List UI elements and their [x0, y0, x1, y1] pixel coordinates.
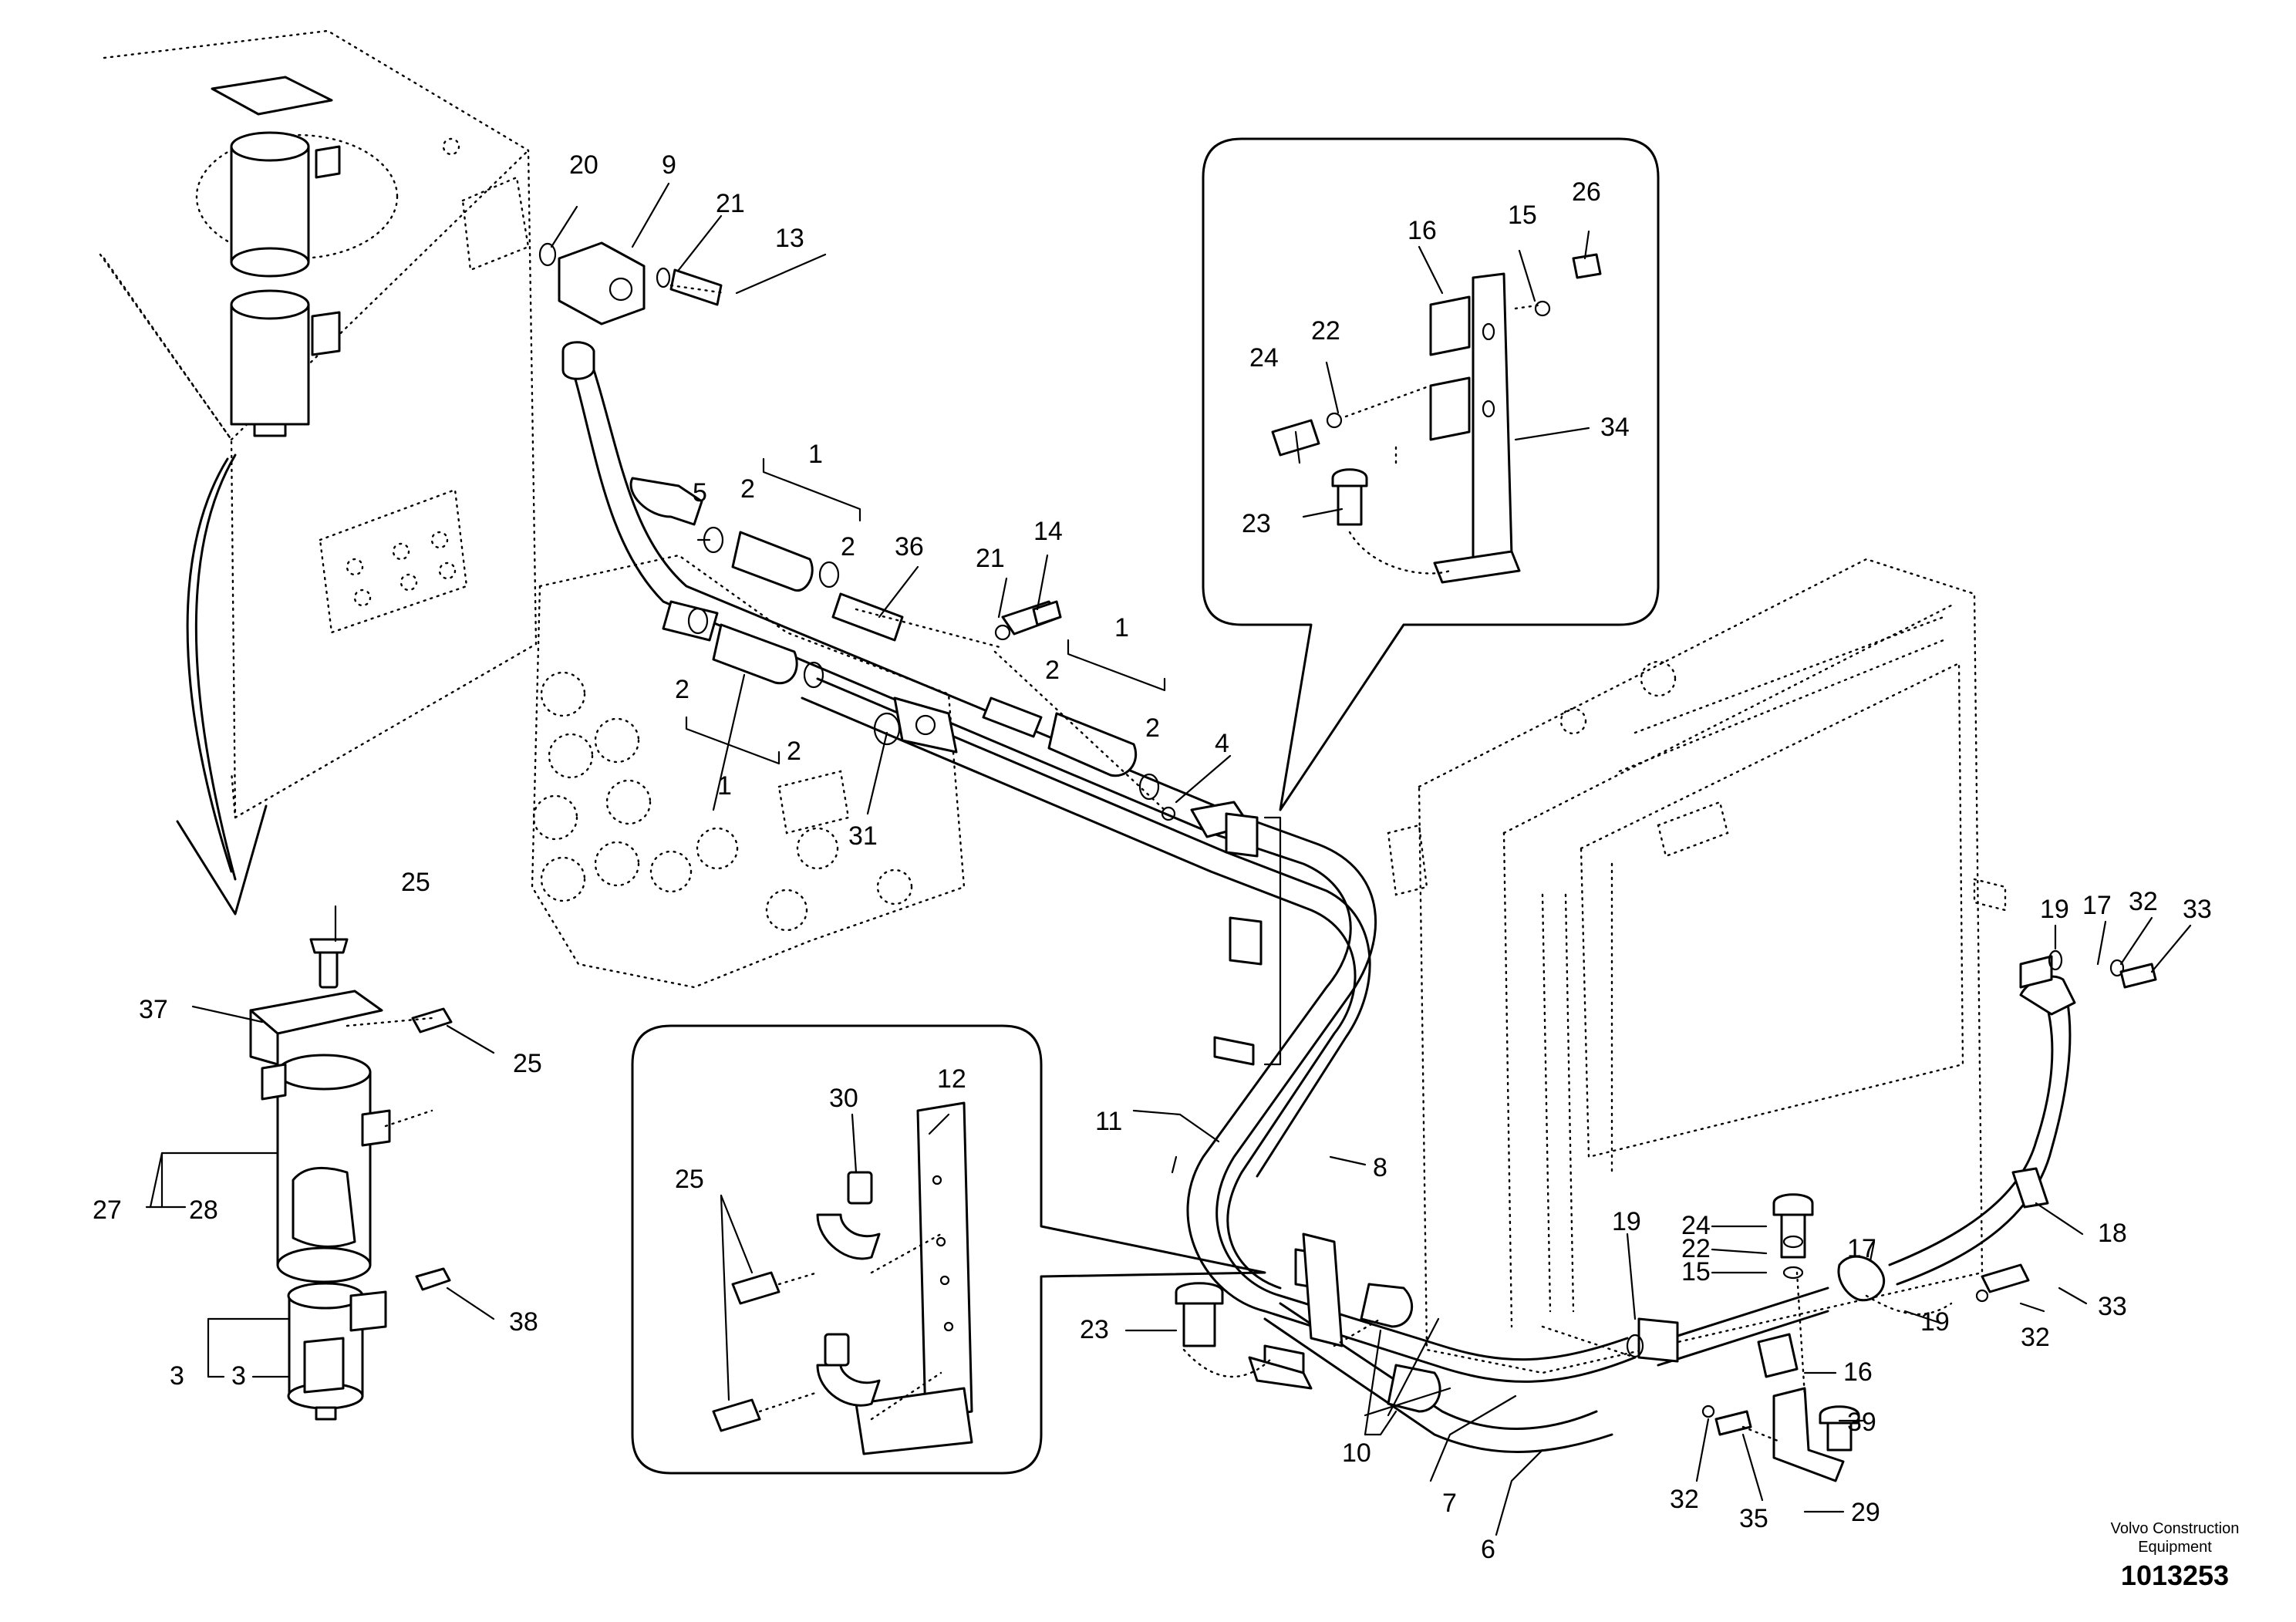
callout: 9 [662, 150, 676, 180]
callout: 22 [1311, 316, 1340, 346]
callout-leaders [145, 182, 2192, 1536]
callout: 16 [1843, 1357, 1873, 1387]
callout: 15 [1681, 1257, 1711, 1286]
callout: 33 [2183, 895, 2212, 924]
callout: 16 [1408, 216, 1437, 245]
callout: 28 [189, 1195, 218, 1225]
callout-labels: 20 9 21 13 5 2 1 2 36 21 14 1 2 2 2 2 1 … [93, 150, 2212, 1564]
callout: 6 [1481, 1535, 1495, 1564]
callout: 31 [848, 821, 878, 851]
tank-filter-upper [211, 76, 341, 437]
callout: 21 [976, 544, 1005, 573]
callout: 27 [93, 1195, 122, 1225]
filter-assembly [249, 938, 453, 1421]
callout: 1 [808, 440, 823, 469]
callout: 14 [1033, 517, 1063, 546]
callout: 32 [2129, 887, 2158, 916]
callout: 8 [1373, 1153, 1387, 1182]
callout: 32 [1670, 1485, 1699, 1514]
callout: 39 [1847, 1408, 1876, 1437]
oil-cooler-radiator [1387, 558, 2007, 1374]
callout: 24 [1681, 1211, 1711, 1240]
callout: 18 [2098, 1219, 2127, 1248]
drawing-number: 1013253 [2121, 1560, 2229, 1591]
callout: 38 [509, 1307, 538, 1337]
pipe-fittings [538, 241, 2157, 1482]
callout: 2 [787, 737, 801, 766]
callout: 12 [937, 1064, 966, 1094]
callout: 34 [1600, 413, 1630, 442]
callout: 24 [1249, 343, 1279, 373]
callout: 21 [716, 189, 745, 218]
callout: 11 [1095, 1107, 1122, 1136]
callout: 5 [693, 478, 707, 508]
callout: 2 [675, 675, 689, 704]
callout: 22 [1681, 1234, 1711, 1263]
callout: 3 [231, 1361, 246, 1391]
callout: 20 [569, 150, 598, 180]
detail-inset-lower [631, 1024, 1266, 1475]
callout: 17 [1847, 1234, 1876, 1263]
callout: 36 [895, 532, 924, 561]
callout: 25 [401, 868, 430, 897]
callout: 1 [717, 771, 732, 801]
callout: 30 [829, 1084, 858, 1113]
control-valve [531, 554, 966, 989]
callout: 23 [1080, 1315, 1109, 1344]
callout: 7 [1442, 1489, 1457, 1518]
hydraulic-tank [99, 29, 538, 819]
callout: 37 [139, 995, 168, 1024]
callout: 13 [775, 224, 804, 253]
brand-line-1: Volvo Construction [2111, 1520, 2240, 1537]
pipe-assembly [565, 346, 2072, 1453]
callout: 2 [841, 532, 855, 561]
callout: 29 [1851, 1498, 1880, 1527]
callout: 10 [1342, 1438, 1371, 1468]
callout: 25 [513, 1049, 542, 1078]
detail-inset-upper [1202, 137, 1660, 811]
callout: 35 [1739, 1504, 1768, 1533]
callout: 25 [675, 1165, 704, 1194]
callout: 2 [740, 474, 755, 504]
callout: 19 [1612, 1207, 1641, 1236]
brand-line-2: Equipment [2138, 1539, 2212, 1556]
callout: 32 [2021, 1323, 2050, 1352]
callout: 26 [1572, 177, 1601, 207]
callout: 1 [1114, 613, 1129, 642]
callout: 33 [2098, 1292, 2127, 1321]
callout: 4 [1215, 729, 1229, 758]
title-block: Volvo Construction Equipment 1013253 [2111, 1520, 2240, 1591]
exploded-view-arrow [176, 454, 268, 916]
callout: 15 [1508, 201, 1537, 230]
callout: 2 [1145, 713, 1160, 743]
callout: 19 [1920, 1307, 1950, 1337]
callout: 23 [1242, 509, 1271, 538]
callout: 3 [170, 1361, 184, 1391]
callout: 19 [2040, 895, 2069, 924]
group-brackets [685, 457, 1166, 765]
callout: 17 [2082, 891, 2112, 920]
callout: 2 [1045, 656, 1060, 685]
